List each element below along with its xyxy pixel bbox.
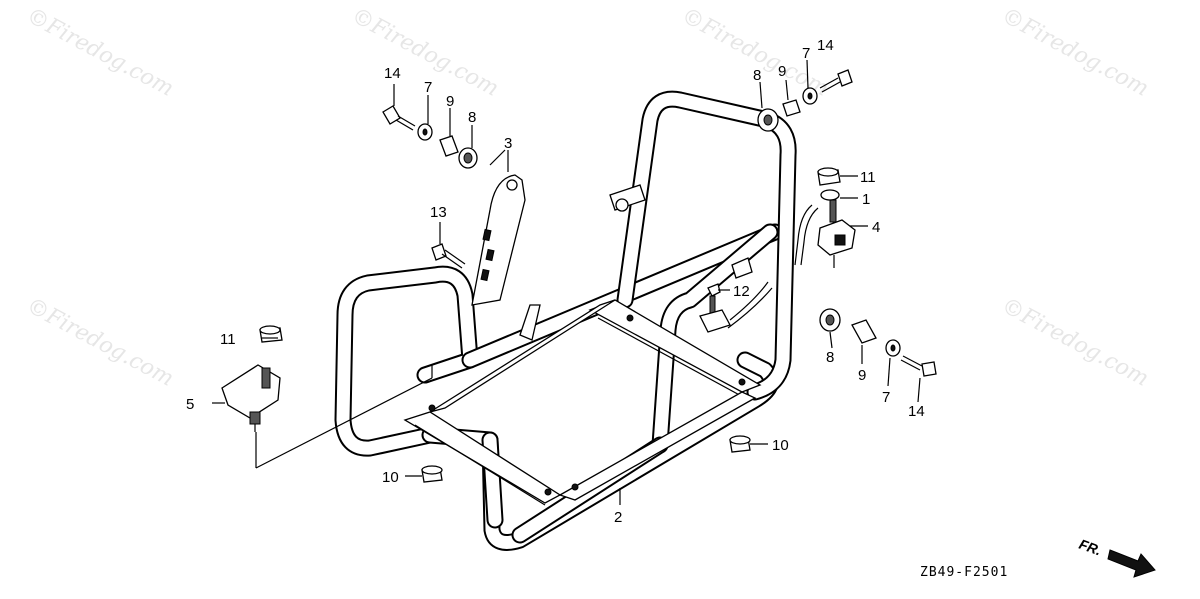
part-10-nut-bottom (421, 465, 443, 483)
callout-11-right: 11 (860, 169, 876, 186)
callout-labels: 1 2 3 4 5 7 7 7 8 8 8 9 9 9 10 10 11 11 … (186, 37, 925, 526)
frame-skids (403, 299, 762, 506)
frame-tube (334, 90, 797, 551)
callout-9-right-middle: 9 (858, 367, 866, 384)
hardware-top-right (757, 69, 853, 132)
callout-14-right-middle: 14 (908, 403, 925, 420)
callout-5: 5 (186, 396, 194, 413)
callout-11-left: 11 (220, 331, 236, 348)
part-11-nut-right (817, 167, 841, 186)
callout-4: 4 (872, 219, 880, 236)
callout-14-top-right: 14 (817, 37, 834, 54)
callout-8-right-middle: 8 (826, 349, 834, 366)
part-13-bolt (431, 243, 466, 269)
callout-10-bottom: 10 (382, 469, 399, 486)
part-12-bolt (699, 281, 773, 333)
callout-7-right-middle: 7 (882, 389, 890, 406)
callout-1: 1 (862, 191, 870, 208)
callout-7-top-right: 7 (802, 45, 810, 62)
watermark-6: ©Firedog.com (997, 293, 1152, 391)
callout-3: 3 (504, 135, 512, 152)
callout-12: 12 (733, 283, 750, 300)
watermark-1: ©Firedog.com (22, 3, 177, 101)
part-5-mount (221, 364, 281, 432)
drawing-code: ZB49-F2501 (920, 565, 1008, 580)
callout-10-right: 10 (772, 437, 789, 454)
hardware-top-left (382, 105, 478, 169)
front-marker-label: FR. (1077, 536, 1104, 559)
callout-9-top-right: 9 (778, 63, 786, 80)
part-1-washer (820, 189, 840, 201)
part-3-strap (471, 149, 526, 306)
watermark-5: ©Firedog.com (22, 293, 177, 391)
part-10-nut-right (729, 435, 751, 453)
callout-14-top-left: 14 (384, 65, 401, 82)
frame-brackets (519, 184, 753, 341)
callout-9-top-left: 9 (446, 93, 454, 110)
leader-lines (212, 59, 921, 505)
callout-8-top-right: 8 (753, 67, 761, 84)
front-arrow-icon: FR. (1077, 536, 1156, 578)
hardware-right-middle (819, 308, 937, 377)
part-11-nut-left (259, 325, 283, 343)
callout-2: 2 (614, 509, 622, 526)
callout-7-top-left: 7 (424, 79, 432, 96)
watermark-group: ©Firedog.com ©Firedog.com ©Firedog.com ©… (22, 3, 1152, 391)
watermark-4: ©Firedog.com (997, 3, 1152, 101)
callout-8-top-left: 8 (468, 109, 476, 126)
callout-13: 13 (430, 204, 447, 221)
part-4-mount (794, 199, 856, 268)
